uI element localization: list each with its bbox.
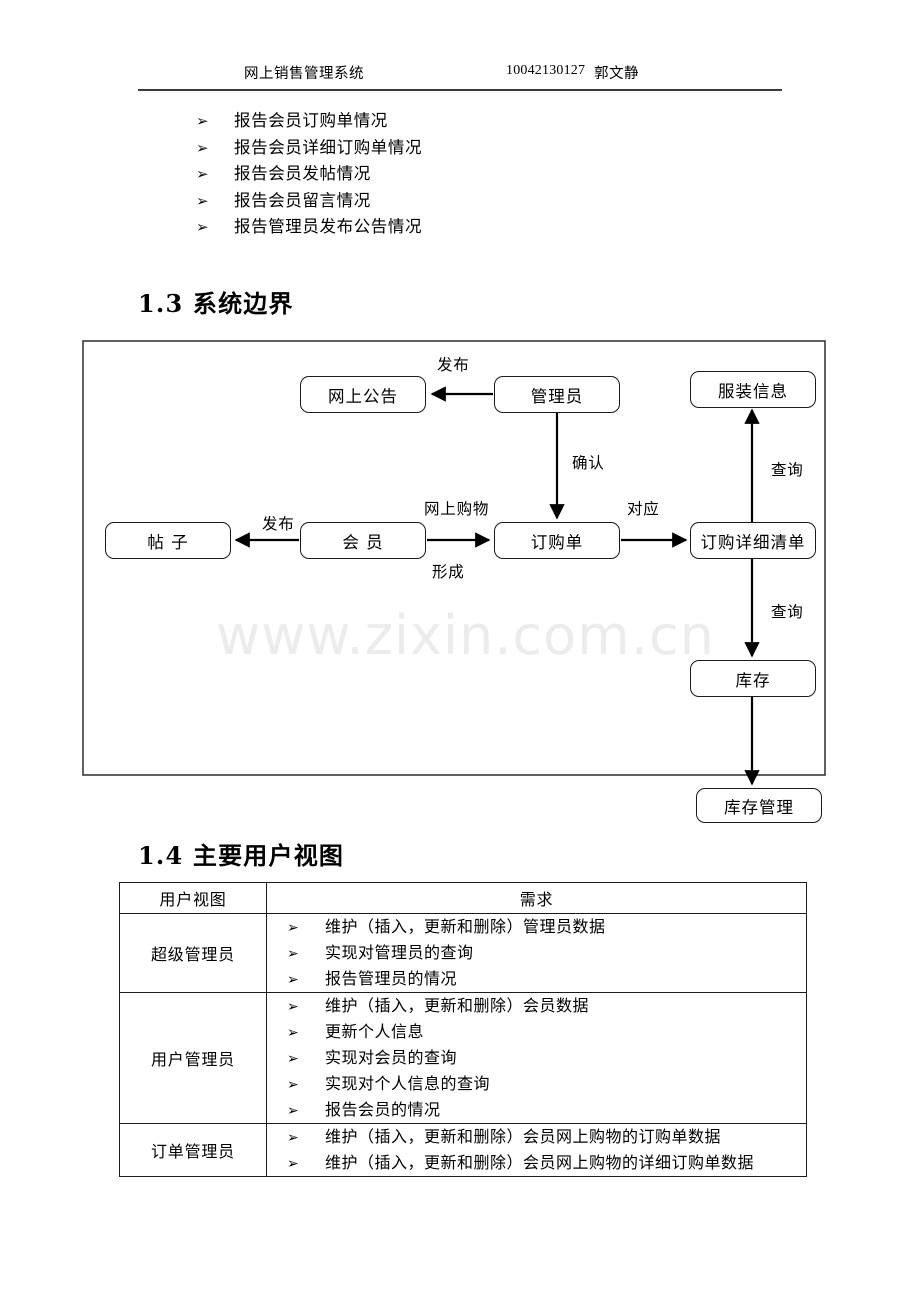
header-student-id: 10042130127 bbox=[506, 63, 586, 78]
list-item-label: 报告会员发帖情况 bbox=[234, 164, 371, 183]
page-running-header: 网上销售管理系统 10042130127 郭文静 bbox=[138, 62, 782, 92]
diagram-label-form: 形成 bbox=[432, 563, 465, 581]
diagram-node-announcement: 网上公告 bbox=[300, 376, 426, 413]
arrow-bullet-icon: ➢ bbox=[196, 138, 209, 157]
requirement-label: 实现对管理员的查询 bbox=[325, 943, 474, 962]
arrow-bullet-icon: ➢ bbox=[287, 1156, 299, 1172]
user-view-requirements-table: 用户视图 需求 超级管理员 ➢ 维护（插入，更新和删除）管理员数据 ➢ 实现对管理员的查… bbox=[119, 882, 807, 1177]
requirement-label: 更新个人信息 bbox=[325, 1022, 425, 1041]
arrow-bullet-icon: ➢ bbox=[196, 218, 209, 236]
diagram-node-post: 帖 子 bbox=[105, 522, 231, 559]
diagram-node-member: 会 员 bbox=[300, 522, 426, 559]
requirement-label: 报告管理员的情况 bbox=[325, 969, 458, 988]
list-item: ➢ 报告会员详细订购单情况 bbox=[196, 135, 616, 162]
arrow-bullet-icon: ➢ bbox=[196, 165, 209, 183]
list-item-label: 报告会员留言情况 bbox=[234, 190, 371, 210]
table-row: 用户管理员 ➢ 维护（插入，更新和删除）会员数据 ➢ 更新个人信息 ➢ 实现对会员的查询 ➢ 实… bbox=[119, 992, 807, 1124]
diagram-label-correspond: 对应 bbox=[627, 500, 660, 518]
table-cell-user-view: 订单管理员 bbox=[119, 1123, 267, 1177]
arrow-bullet-icon: ➢ bbox=[287, 1025, 299, 1041]
table-header-requirement: 需求 bbox=[266, 882, 807, 914]
requirement-list-item: ➢ 实现对会员的查询 bbox=[267, 1045, 806, 1071]
requirement-list-item: ➢ 维护（插入，更新和删除）会员网上购物的订购单数据 bbox=[267, 1124, 806, 1150]
requirement-list-item: ➢ 报告管理员的情况 bbox=[267, 966, 806, 992]
table-row: 超级管理员 ➢ 维护（插入，更新和删除）管理员数据 ➢ 实现对管理员的查询 ➢ 报告管理员的… bbox=[119, 913, 807, 993]
diagram-node-clothing-info: 服装信息 bbox=[690, 371, 816, 408]
diagram-node-inventory: 库存 bbox=[690, 660, 816, 697]
requirement-list-item: ➢ 更新个人信息 bbox=[267, 1019, 806, 1045]
requirement-label: 报告会员的情况 bbox=[325, 1100, 441, 1119]
section-heading-system-boundary: 1.3 系统边界 bbox=[138, 289, 294, 318]
requirement-label: 实现对个人信息的查询 bbox=[325, 1074, 491, 1093]
diagram-label-query-inventory: 查询 bbox=[771, 603, 804, 621]
table-cell-requirements: ➢ 维护（插入，更新和删除）会员数据 ➢ 更新个人信息 ➢ 实现对会员的查询 ➢ 实现对个人信… bbox=[266, 992, 807, 1124]
table-cell-user-view: 超级管理员 bbox=[119, 913, 267, 993]
table-cell-user-view: 用户管理员 bbox=[119, 992, 267, 1124]
table-cell-requirements: ➢ 维护（插入，更新和删除）管理员数据 ➢ 实现对管理员的查询 ➢ 报告管理员的情况 bbox=[266, 913, 807, 993]
diagram-label-publish-announcement: 发布 bbox=[437, 356, 470, 374]
requirement-list-item: ➢ 实现对管理员的查询 bbox=[267, 940, 806, 966]
arrow-bullet-icon: ➢ bbox=[287, 946, 299, 962]
watermark-text: www.zixin.com.cn bbox=[216, 604, 715, 667]
requirement-label: 维护（插入，更新和删除）管理员数据 bbox=[325, 917, 606, 936]
arrow-bullet-icon: ➢ bbox=[287, 972, 299, 988]
arrow-bullet-icon: ➢ bbox=[287, 1051, 299, 1067]
diagram-label-query-clothing: 查询 bbox=[771, 461, 804, 479]
diagram-label-online-shopping: 网上购物 bbox=[424, 500, 490, 518]
header-document-title: 网上销售管理系统 bbox=[244, 66, 364, 82]
report-feature-list: ➢ 报告会员订购单情况 ➢ 报告会员详细订购单情况 ➢ 报告会员发帖情况 ➢ 报告会员留言情况… bbox=[196, 108, 616, 241]
arrow-bullet-icon: ➢ bbox=[196, 191, 209, 210]
diagram-label-confirm: 确认 bbox=[572, 454, 605, 472]
requirement-label: 维护（插入，更新和删除）会员网上购物的详细订购单数据 bbox=[325, 1153, 755, 1172]
diagram-label-publish-post: 发布 bbox=[262, 515, 295, 533]
list-item-label: 报告会员详细订购单情况 bbox=[234, 137, 423, 157]
arrow-bullet-icon: ➢ bbox=[287, 1103, 299, 1119]
table-cell-requirements: ➢ 维护（插入，更新和删除）会员网上购物的订购单数据 ➢ 维护（插入，更新和删除）会员… bbox=[266, 1123, 807, 1177]
list-item: ➢ 报告会员订购单情况 bbox=[196, 108, 616, 135]
header-divider-rule bbox=[138, 89, 782, 91]
diagram-node-admin: 管理员 bbox=[494, 376, 620, 413]
table-header-user-view: 用户视图 bbox=[119, 882, 267, 914]
requirement-list-item: ➢ 维护（插入，更新和删除）会员网上购物的详细订购单数据 bbox=[267, 1150, 806, 1176]
arrow-bullet-icon: ➢ bbox=[287, 920, 299, 936]
header-author-name: 郭文静 bbox=[594, 66, 639, 82]
list-item-label: 报告会员订购单情况 bbox=[234, 111, 388, 130]
requirement-list-item: ➢ 维护（插入，更新和删除）管理员数据 bbox=[267, 914, 806, 940]
diagram-node-order: 订购单 bbox=[494, 522, 620, 559]
requirement-list-item: ➢ 报告会员的情况 bbox=[267, 1097, 806, 1123]
requirement-label: 实现对会员的查询 bbox=[325, 1048, 458, 1067]
requirement-list-item: ➢ 维护（插入，更新和删除）会员数据 bbox=[267, 993, 806, 1019]
arrow-bullet-icon: ➢ bbox=[196, 112, 209, 130]
requirement-list-item: ➢ 实现对个人信息的查询 bbox=[267, 1071, 806, 1097]
table-header-row: 用户视图 需求 bbox=[119, 882, 807, 914]
diagram-node-inventory-management: 库存管理 bbox=[696, 788, 822, 823]
section-heading-main-user-views: 1.4 主要用户视图 bbox=[138, 841, 345, 870]
arrow-bullet-icon: ➢ bbox=[287, 1130, 299, 1146]
arrow-bullet-icon: ➢ bbox=[287, 999, 299, 1015]
list-item: ➢ 报告会员发帖情况 bbox=[196, 161, 616, 188]
list-item: ➢ 报告会员留言情况 bbox=[196, 188, 616, 215]
requirement-label: 维护（插入，更新和删除）会员网上购物的订购单数据 bbox=[325, 1127, 722, 1146]
list-item: ➢ 报告管理员发布公告情况 bbox=[196, 214, 616, 241]
table-row: 订单管理员 ➢ 维护（插入，更新和删除）会员网上购物的订购单数据 ➢ 维护（插入，更新和… bbox=[119, 1123, 807, 1177]
arrow-bullet-icon: ➢ bbox=[287, 1077, 299, 1093]
diagram-node-order-detail: 订购详细清单 bbox=[690, 522, 816, 559]
list-item-label: 报告管理员发布公告情况 bbox=[234, 217, 423, 236]
requirement-label: 维护（插入，更新和删除）会员数据 bbox=[325, 996, 590, 1015]
